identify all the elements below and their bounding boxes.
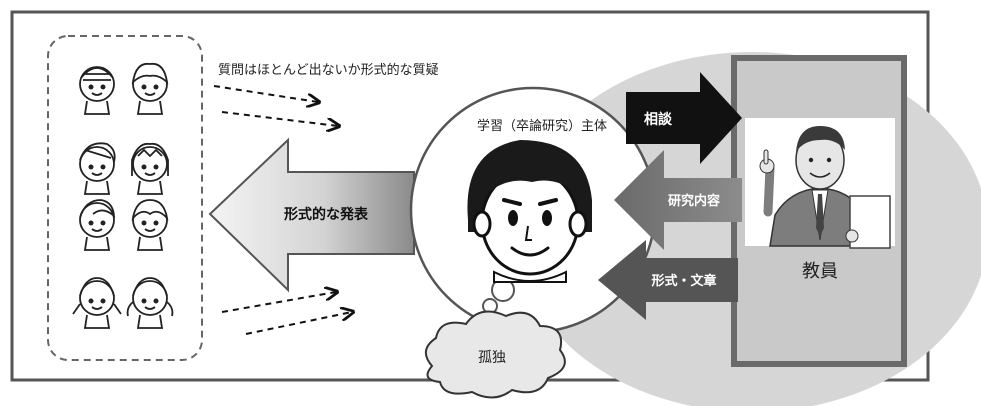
question-note-text: 質問はほとんど出ないか形式的な質疑: [218, 62, 439, 78]
format-writing-arrow: [598, 240, 738, 320]
student-face: [79, 199, 116, 251]
student-face: [131, 142, 169, 195]
dashed-arrow: [245, 312, 352, 335]
dashed-arrow: [221, 292, 336, 313]
consultation-arrow: [626, 72, 742, 164]
research-content-arrow: [614, 150, 742, 250]
teacher-figure: [745, 118, 895, 249]
consultation-label: 相談: [644, 111, 673, 128]
students-box: [47, 35, 203, 361]
student-face: [126, 277, 174, 329]
student-face: [79, 66, 115, 115]
teacher-label: 教員: [802, 261, 838, 282]
student-faces: [72, 62, 174, 329]
dashed-arrows-bottom: [221, 292, 352, 335]
student-avatar: [467, 140, 592, 283]
isolation-label: 孤独: [478, 350, 506, 366]
dashed-arrow: [221, 111, 338, 126]
formal-presentation-label: 形式的な発表: [284, 206, 369, 223]
format-writing-label: 形式・文章: [651, 273, 716, 289]
student-face: [131, 199, 169, 251]
student-face: [131, 62, 169, 115]
student-label: 学習（卒論研究）主体: [477, 118, 607, 134]
dashed-arrows-top: [213, 85, 338, 126]
research-content-label: 研究内容: [668, 193, 720, 209]
student-face: [79, 142, 116, 195]
student-face: [72, 277, 122, 329]
isolation-cloud: [425, 310, 566, 399]
